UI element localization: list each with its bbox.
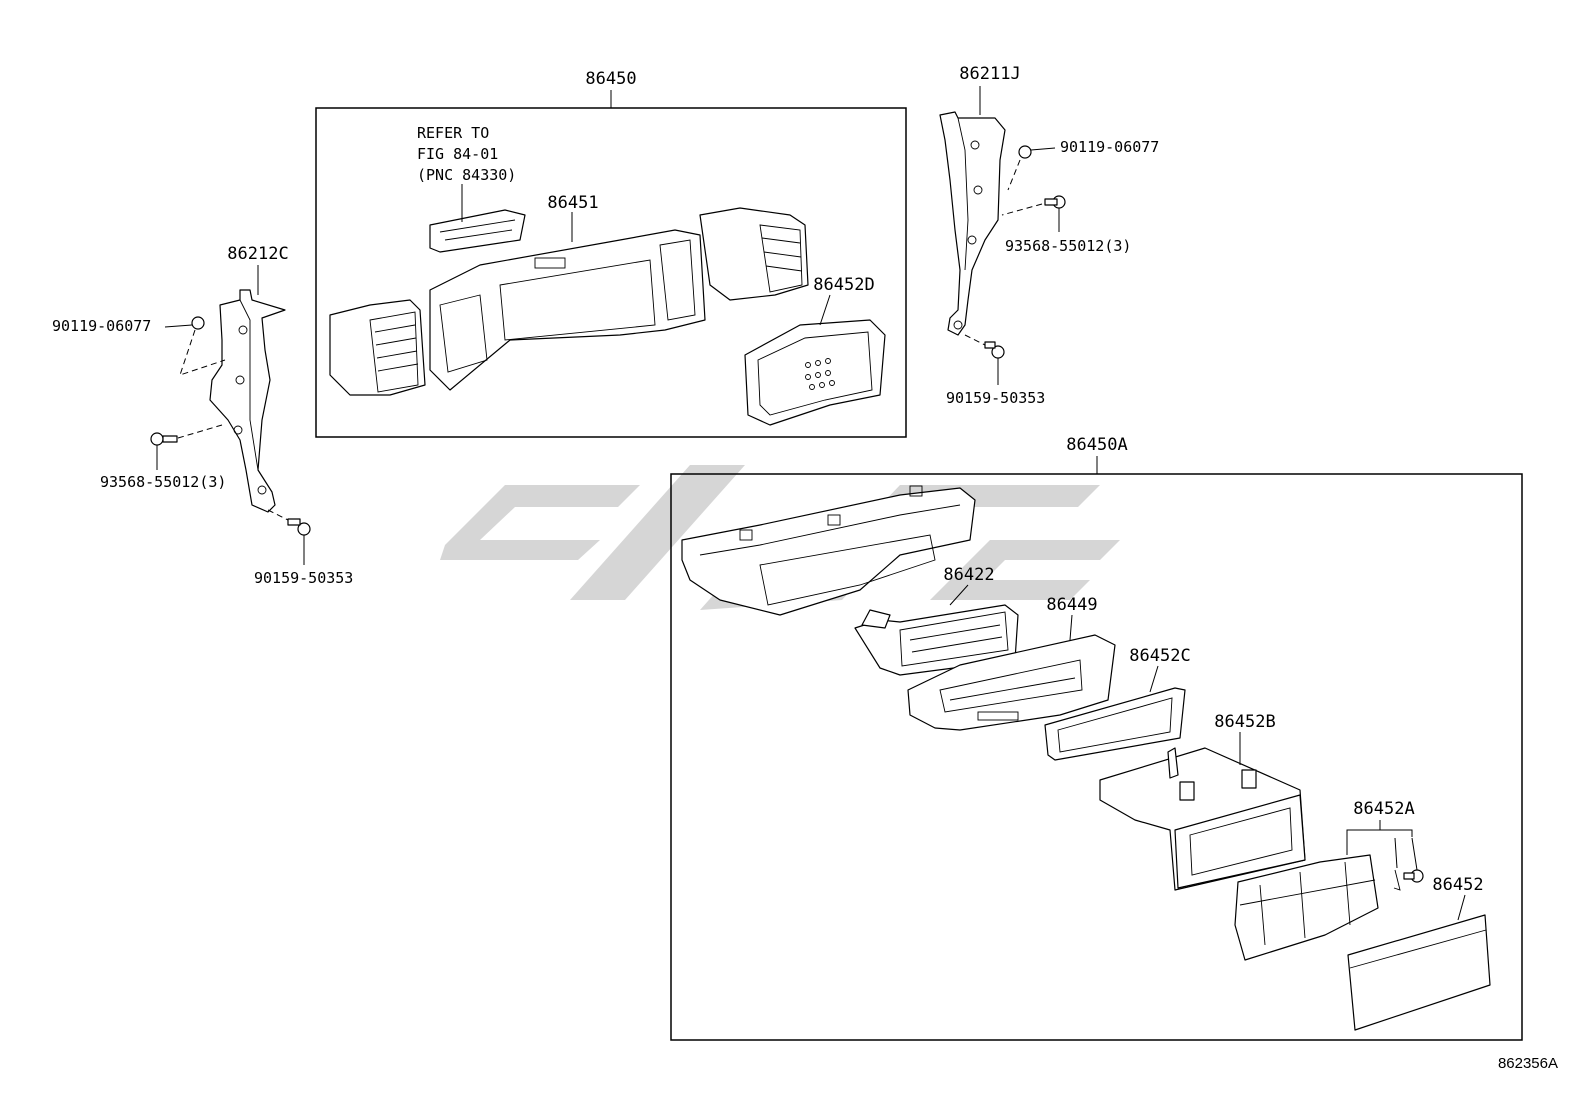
note-line-1: REFER TO — [417, 124, 489, 142]
lid-86452 — [1347, 914, 1491, 1031]
screw-left-top — [164, 316, 226, 376]
label-screw-right-top: 90119-06077 — [1060, 138, 1159, 156]
panel-86451 — [429, 229, 706, 391]
label-screw-left-mid: 93568-55012(3) — [100, 473, 226, 491]
bezel-86452d — [744, 319, 886, 426]
clip-and-screw — [1393, 837, 1424, 891]
screw-left-mid — [150, 424, 223, 470]
label-86211j: 86211J — [959, 64, 1020, 84]
screw-left-bottom — [267, 509, 311, 565]
bezel-86452d-dots — [805, 358, 835, 390]
label-86450: 86450 — [585, 69, 636, 89]
upper-panel-86450a — [681, 485, 976, 616]
label-86212c: 86212C — [227, 244, 288, 264]
label-86452b: 86452B — [1214, 712, 1275, 732]
bezel-86452c — [1044, 687, 1186, 761]
label-screw-left-bottom: 90159-50353 — [254, 569, 353, 587]
label-screw-right-bottom: 90159-50353 — [946, 389, 1045, 407]
unit-86422 — [854, 604, 1019, 676]
label-86452a: 86452A — [1353, 799, 1414, 819]
label-screw-right-mid: 93568-55012(3) — [1005, 237, 1131, 255]
note-line-2: FIG 84-01 — [417, 145, 498, 163]
label-86451: 86451 — [547, 193, 598, 213]
unit-86449 — [907, 634, 1116, 731]
note-line-3: (PNC 84330) — [417, 166, 516, 184]
label-86450a: 86450A — [1066, 435, 1127, 455]
pocket-86452b — [1099, 747, 1306, 891]
left-vent — [329, 299, 426, 396]
label-86452: 86452 — [1432, 875, 1483, 895]
screw-right-top — [1007, 145, 1056, 191]
label-86422: 86422 — [943, 565, 994, 585]
screw-right-mid — [1001, 195, 1066, 232]
right-vent — [699, 207, 809, 301]
label-screw-left-top: 90119-06077 — [52, 317, 151, 335]
left-bracket-86212c — [209, 289, 286, 513]
right-bracket-86211j — [939, 111, 1006, 336]
pocket-panel-86452a — [1234, 854, 1379, 961]
refer-part-84330 — [429, 209, 526, 253]
label-86449: 86449 — [1046, 595, 1097, 615]
label-86452d: 86452D — [813, 275, 874, 295]
screw-right-bottom — [964, 334, 1005, 385]
label-86452c: 86452C — [1129, 646, 1190, 666]
figure-id: 862356A — [1498, 1055, 1558, 1072]
